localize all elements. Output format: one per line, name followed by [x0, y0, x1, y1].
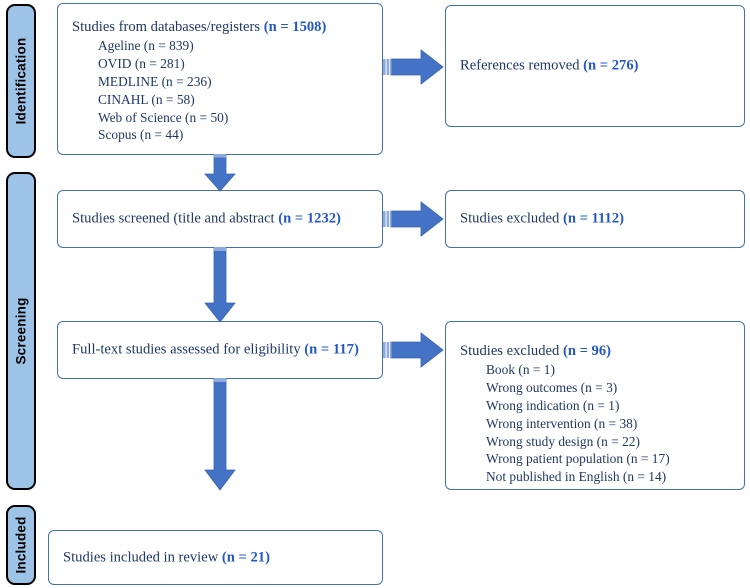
studies-excluded-screening-line: Studies excluded (n = 1112) [460, 209, 736, 228]
box-records-identified: Studies from databases/registers (n = 15… [57, 3, 383, 155]
box-studies-screened: Studies screened (title and abstract (n … [57, 190, 383, 248]
records-identified-count: (n = 1508) [263, 19, 327, 35]
exclusion-reason-item: Wrong outcomes (n = 3) [486, 380, 618, 396]
arrow-fulltext-to-included [202, 378, 238, 491]
studies-excluded-fulltext-count: (n = 96) [562, 343, 611, 359]
stage-label-screening-text: Screening [13, 297, 29, 365]
box-references-removed: References removed (n = 276) [445, 5, 745, 127]
references-removed-count: (n = 276) [583, 57, 639, 74]
fulltext-assessed-line: Full-text studies assessed for eligibili… [72, 340, 374, 359]
studies-excluded-screening-text: Studies excluded [460, 210, 563, 227]
studies-included-line: Studies included in review (n = 21) [63, 548, 374, 567]
records-source-item: Ageline (n = 839) [98, 38, 194, 54]
exclusion-reason-item: Wrong intervention (n = 38) [486, 415, 638, 431]
records-source-item: Web of Science (n = 50) [98, 109, 229, 125]
records-source-item: CINAHL (n = 58) [98, 91, 195, 107]
stage-label-identification: Identification [6, 4, 36, 158]
studies-screened-count: (n = 1232) [278, 210, 341, 227]
exclusion-reason-item: Wrong patient population (n = 17) [486, 451, 670, 467]
box-fulltext-assessed: Full-text studies assessed for eligibili… [57, 321, 383, 379]
records-source-item: MEDLINE (n = 236) [98, 73, 212, 89]
box-studies-excluded-screening: Studies excluded (n = 1112) [445, 190, 745, 248]
stage-label-included: Included [6, 505, 36, 585]
arrow-identified-to-removed [383, 48, 445, 86]
records-source-item: Scopus (n = 44) [98, 127, 184, 143]
box-studies-excluded-fulltext: Studies excluded (n = 96) Book (n = 1) W… [445, 321, 745, 490]
exclusion-reason-item: Not published in English (n = 14) [486, 469, 667, 485]
studies-excluded-screening-count: (n = 1112) [562, 210, 624, 227]
arrow-screened-to-fulltext [202, 247, 238, 323]
stage-label-included-text: Included [13, 516, 29, 574]
studies-screened-line: Studies screened (title and abstract (n … [72, 209, 374, 228]
records-identified-heading-text: Studies from databases/registers [72, 19, 264, 35]
records-identified-heading: Studies from databases/registers (n = 15… [72, 18, 374, 37]
arrow-identified-to-screened [202, 154, 238, 192]
studies-included-text: Studies included in review [63, 548, 222, 565]
stage-label-identification-text: Identification [13, 37, 29, 125]
fulltext-assessed-count: (n = 117) [304, 341, 359, 358]
references-removed-text: References removed [460, 57, 584, 74]
arrow-screened-to-excluded [383, 200, 445, 238]
exclusion-reason-item: Book (n = 1) [486, 362, 555, 378]
studies-included-count: (n = 21) [221, 548, 270, 565]
studies-excluded-fulltext-heading: Studies excluded (n = 96) [460, 342, 736, 361]
references-removed-line: References removed (n = 276) [460, 56, 736, 75]
records-source-item: OVID (n = 281) [98, 56, 185, 72]
studies-excluded-fulltext-text: Studies excluded [460, 343, 563, 359]
stage-label-screening: Screening [6, 172, 36, 490]
arrow-fulltext-to-excluded [383, 331, 445, 369]
box-studies-included: Studies included in review (n = 21) [48, 530, 383, 585]
fulltext-assessed-text: Full-text studies assessed for eligibili… [72, 341, 305, 358]
studies-screened-text: Studies screened (title and abstract [72, 210, 279, 227]
exclusion-reason-item: Wrong indication (n = 1) [486, 397, 620, 413]
exclusion-reason-item: Wrong study design (n = 22) [486, 433, 640, 449]
